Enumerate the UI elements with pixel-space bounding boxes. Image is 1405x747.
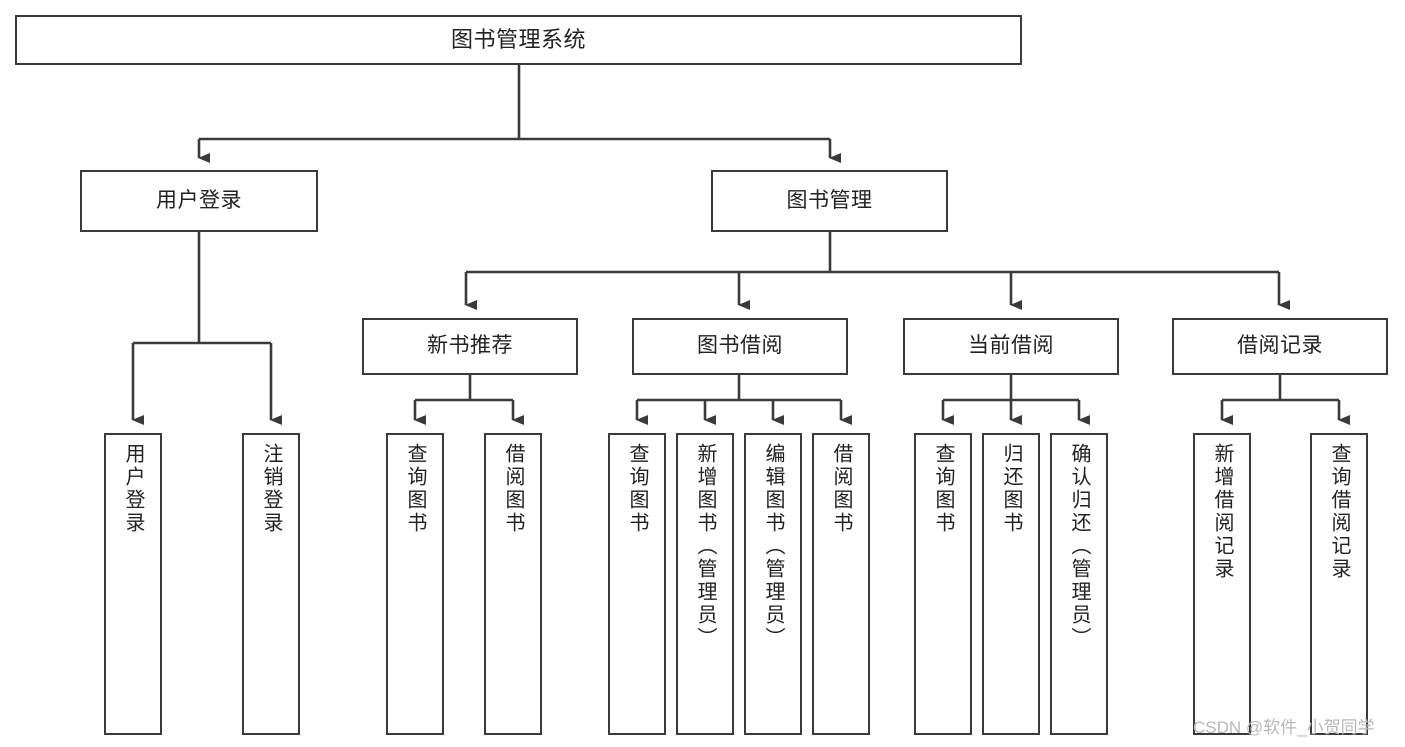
node-leaf-user-logout[interactable]: 注销登录 [242,433,300,735]
node-leaf-user-login[interactable]: 用户登录 [104,433,162,735]
node-book-manage[interactable]: 图书管理 [711,170,948,232]
node-leaf-rec-query2[interactable]: 查询借阅记录 [1310,433,1368,735]
node-book-borrow-label: 图书借阅 [697,334,783,358]
node-leaf-cur-query[interactable]: 查询图书 [914,433,972,735]
node-user-login[interactable]: 用户登录 [80,170,318,232]
node-leaf-borrow-edit-label: 编辑图书（管理员） [762,443,784,650]
node-leaf-rec-query2-label: 查询借阅记录 [1328,443,1350,581]
node-leaf-borrow-add-label: 新增图书（管理员） [694,443,716,650]
node-book-manage-label: 图书管理 [786,188,873,212]
node-leaf-user-logout-label: 注销登录 [260,443,282,535]
watermark: CSDN @软件_小贺同学 [1193,718,1375,737]
node-borrow-record-label: 借阅记录 [1237,334,1323,358]
node-leaf-borrow-edit[interactable]: 编辑图书（管理员） [744,433,802,735]
node-root-label: 图书管理系统 [450,27,586,53]
node-leaf-cur-return[interactable]: 归还图书 [982,433,1040,735]
node-book-borrow[interactable]: 图书借阅 [632,318,848,375]
node-leaf-borrow-query[interactable]: 查询图书 [608,433,666,735]
node-leaf-cur-confirm[interactable]: 确认归还（管理员） [1050,433,1108,735]
node-leaf-rec-borrow-label: 借阅图书 [502,443,524,535]
node-user-login-label: 用户登录 [156,188,242,212]
node-new-book-rec[interactable]: 新书推荐 [362,318,578,375]
node-leaf-rec-add[interactable]: 新增借阅记录 [1193,433,1251,735]
node-leaf-borrow-lend[interactable]: 借阅图书 [812,433,870,735]
node-leaf-rec-query-label: 查询图书 [404,443,426,535]
node-leaf-rec-add-label: 新增借阅记录 [1211,443,1233,581]
node-leaf-cur-confirm-label: 确认归还（管理员） [1068,443,1090,650]
node-borrow-record[interactable]: 借阅记录 [1172,318,1388,375]
node-leaf-borrow-query-label: 查询图书 [626,443,648,535]
node-current-borrow[interactable]: 当前借阅 [903,318,1119,375]
node-current-borrow-label: 当前借阅 [968,334,1054,358]
node-root[interactable]: 图书管理系统 [15,15,1022,65]
node-leaf-borrow-lend-label: 借阅图书 [830,443,852,535]
node-leaf-rec-borrow[interactable]: 借阅图书 [484,433,542,735]
node-leaf-cur-return-label: 归还图书 [1000,443,1022,535]
node-new-book-rec-label: 新书推荐 [427,334,513,358]
node-leaf-cur-query-label: 查询图书 [932,443,954,535]
node-leaf-user-login-label: 用户登录 [122,443,144,535]
node-leaf-borrow-add[interactable]: 新增图书（管理员） [676,433,734,735]
node-leaf-rec-query[interactable]: 查询图书 [386,433,444,735]
